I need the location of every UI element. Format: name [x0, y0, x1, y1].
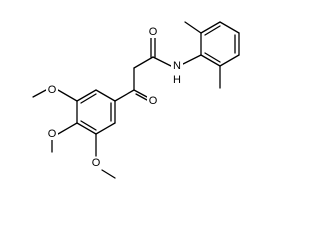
- atom-methoxy-oxygen-lower: O: [90, 157, 102, 169]
- atom-ketone-oxygen-label: O: [149, 95, 158, 107]
- bond-ring2-inner-1: [204, 25, 221, 36]
- chemical-structure-diagram: O N H O O O O: [32, 21, 240, 179]
- bond-ring2-6: [200, 54, 221, 67]
- bond-methoxy-upper-1: [57, 89, 78, 102]
- atom-methoxy-oxygen-lower-label: O: [92, 157, 101, 169]
- bond-keto-c-o-2: [135, 93, 148, 101]
- atom-methoxy-oxygen-middle-label: O: [48, 128, 57, 140]
- bond-ring2-5: [219, 54, 240, 67]
- bond-ring1-inner-2: [80, 120, 97, 131]
- atom-methoxy-oxygen-middle: O: [46, 128, 58, 140]
- atom-amide-hydrogen-label: H: [173, 74, 181, 86]
- bond-ring1-5: [95, 122, 116, 135]
- atom-methoxy-oxygen-upper-label: O: [48, 84, 57, 96]
- bond-ch2-amide: [133, 56, 154, 69]
- atom-amide-oxygen-label: O: [149, 26, 158, 38]
- bond-ring1-2: [76, 89, 97, 102]
- bond-keto-aryl: [114, 89, 135, 102]
- atom-labels: O N H O O O O: [46, 26, 183, 169]
- bond-n-aryl: [182, 54, 202, 65]
- bond-ring1-4: [76, 122, 97, 135]
- bond-ring1-1: [95, 89, 116, 102]
- bond-ring2-inner-3: [204, 52, 221, 63]
- bond-ring1-inner-1: [80, 93, 97, 104]
- bond-ring2-3: [219, 21, 240, 34]
- bond-methoxy-middle-1: [57, 122, 78, 135]
- atom-amide-oxygen: O: [146, 26, 158, 38]
- atom-ketone-oxygen: O: [147, 95, 159, 107]
- bond-methoxy-upper-2: [32, 89, 47, 98]
- bond-methoxy-lower-2: [101, 169, 116, 179]
- atom-amide-nitrogen-label: N: [173, 60, 181, 72]
- atom-amide-hydrogen: H: [171, 74, 183, 86]
- bond-lines: [32, 21, 240, 179]
- bond-keto-c-o-1: [133, 89, 148, 98]
- bond-ring2-2: [200, 21, 221, 34]
- atom-amide-nitrogen: N: [171, 60, 183, 72]
- bond-amide-c-n: [152, 56, 172, 67]
- bond-methyl-upper: [184, 21, 202, 34]
- atom-methoxy-oxygen-upper: O: [46, 84, 58, 96]
